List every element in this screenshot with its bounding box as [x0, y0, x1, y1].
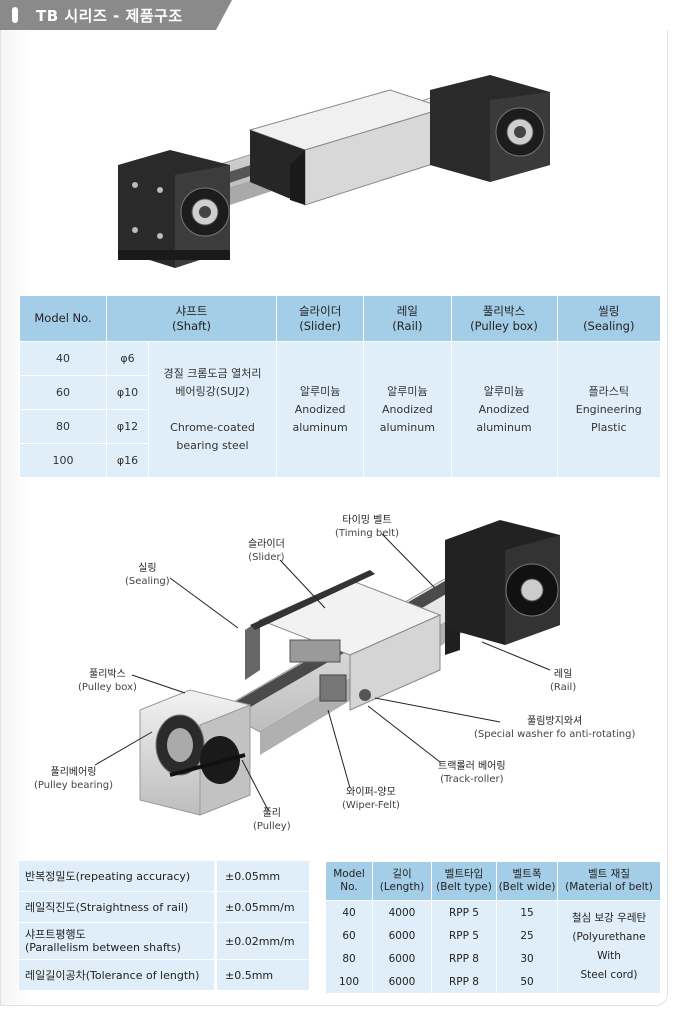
label-rail: 레일(Rail) [550, 669, 577, 693]
label-timing-belt: 타이밍 벨트(Timing belt) [335, 515, 399, 539]
label-slider: 슬라이더(Slider) [248, 539, 285, 563]
label-pulley: 풀리(Pulley) [253, 808, 291, 832]
col-belt-length: 길이(Length) [372, 861, 432, 901]
label-pulley-bearing: 풀리베어링(Pulley bearing) [34, 767, 114, 791]
col-belt-type: 벨트타입(Belt type) [431, 861, 497, 901]
label-track-roller: 트랙롤러 베어링(Track-roller) [438, 761, 506, 785]
table-row: 레일직진도(Straightness of rail) ±0.05mm/m [19, 891, 309, 923]
table-row: 80 6000 RPP 8 30 [325, 947, 661, 970]
col-slider: 슬라이더(Slider) [275, 295, 365, 342]
structure-diagram: 타이밍 벨트(Timing belt) 슬라이더(Slider) 실링(Seal… [20, 510, 660, 840]
col-sealing: 씰링(Sealing) [556, 295, 662, 342]
col-model: Model No. [19, 295, 107, 342]
table-row: 반복정밀도(repeating accuracy) ±0.05mm [19, 861, 309, 892]
label-pulley-box: 풀리박스(Pulley box) [78, 669, 137, 693]
table-row: 샤프트평행도(Parallelism between shafts) ±0.02… [19, 922, 309, 960]
table-row: 60 6000 RPP 5 25 [325, 924, 661, 947]
header-background [0, 0, 232, 30]
spec-table: Model No. 샤프트(Shaft) 슬라이더(Slider) 레일(Rai… [19, 295, 662, 478]
col-rail: 레일(Rail) [363, 295, 452, 342]
table-row: 100 6000 RPP 8 50 [325, 970, 661, 993]
product-image [118, 75, 550, 268]
table-row: 100 φ16 [19, 443, 661, 478]
col-shaft: 샤프트(Shaft) [106, 295, 277, 342]
table-row: 60 φ10 [19, 375, 661, 410]
accuracy-table: 반복정밀도(repeating accuracy) ±0.05mm 레일직진도(… [19, 861, 309, 991]
section-title: TB 시리즈 - 제품구조 [36, 7, 183, 25]
col-pulley-box: 풀리박스(Pulley box) [450, 295, 558, 342]
table-row: 레일길이공차(Tolerance of length) ±0.5mm [19, 959, 309, 991]
label-washer: 풀림방지와셔(Special washer fo anti-rotating) [474, 716, 636, 740]
table-row: 40 4000 RPP 5 15 철심 보강 우레탄(Polyurethane … [325, 900, 661, 993]
col-belt-material: 벨트 재질(Material of belt) [557, 861, 661, 901]
table-row: 80 φ12 [19, 409, 661, 444]
exploded-view-image [94, 520, 560, 816]
label-sealing: 실링(Sealing) [125, 563, 170, 587]
label-wiper: 와이퍼-양모(Wiper-Felt) [342, 787, 400, 811]
section-header: TB 시리즈 - 제품구조 [0, 0, 232, 30]
col-belt-width: 벨트폭(Belt wide) [496, 861, 558, 901]
